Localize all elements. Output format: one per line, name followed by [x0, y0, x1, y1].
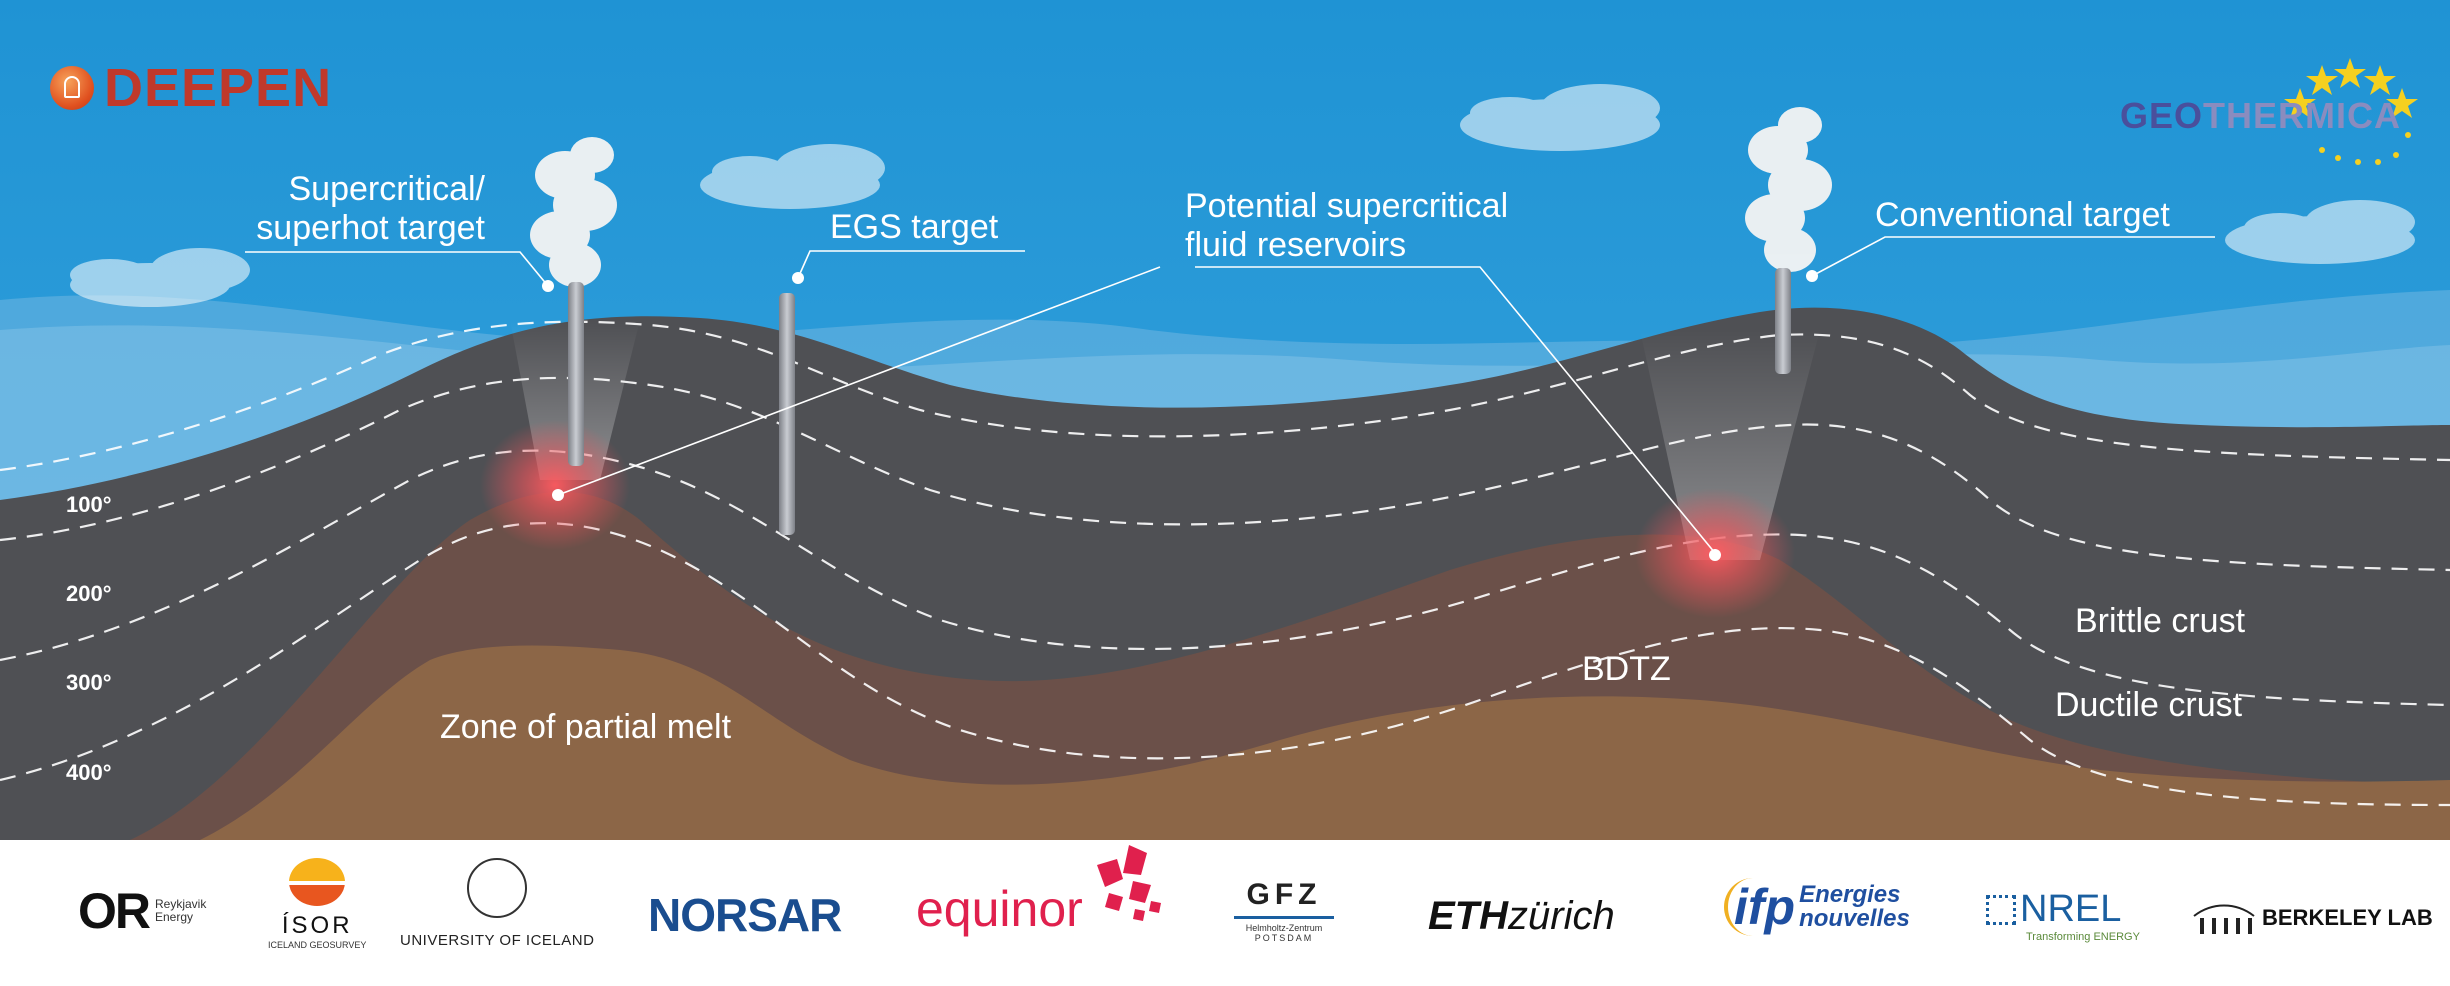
- well-supercritical: [568, 282, 584, 466]
- gfz-logo-text: GFZ: [1246, 878, 1322, 911]
- label-partial-melt: Zone of partial melt: [440, 708, 732, 746]
- nrel-logo-text: NREL: [2020, 888, 2122, 930]
- well-egs: [779, 293, 795, 535]
- label-supercritical-line1: Supercritical/: [288, 170, 485, 208]
- label-supercritical-line2: superhot target: [256, 209, 485, 248]
- geothermica-logo-text-a: GEO: [2120, 95, 2204, 136]
- eth-logo-text-b: zürich: [1508, 894, 1615, 938]
- ifp-logo-text: ifp: [1724, 878, 1795, 936]
- isotherm-lines: [0, 320, 2450, 807]
- eth-logo-text-a: ETH: [1428, 894, 1508, 938]
- gfz-sub2: POTSDAM: [1254, 933, 1314, 943]
- partner-nrel: NREL Transforming ENERGY: [1986, 888, 2140, 943]
- partner-eth-zurich: ETH zürich: [1428, 894, 1615, 939]
- deepen-logo: DEEPEN: [50, 58, 332, 118]
- callout-leaders: [245, 236, 2215, 554]
- isotherm-200: [0, 376, 2450, 572]
- cloud: [700, 144, 885, 209]
- or-logo-sub: Reykjavik Energy: [155, 896, 207, 924]
- isor-logo-text: ÍSOR: [281, 912, 353, 939]
- ifp-logo-sub: Energies nouvelles: [1799, 883, 1910, 931]
- isotherm-label-100: 100°: [66, 492, 112, 517]
- or-logo-text: OR: [78, 883, 151, 939]
- partner-berkeley-lab: BERKELEY LAB: [2192, 900, 2433, 936]
- berkeley-logo-text: BERKELEY LAB: [2262, 905, 2433, 930]
- norsar-logo-text: NORSAR: [648, 889, 842, 941]
- callout-dots: [542, 270, 1818, 561]
- or-sub-line2: Energy: [155, 910, 194, 924]
- or-sub-line1: Reykjavik: [155, 896, 207, 911]
- label-potential-line1: Potential supercritical: [1185, 187, 1509, 225]
- isotherm-label-300: 300°: [66, 670, 112, 695]
- geothermica-logo: GEOTHERMICA: [2120, 95, 2401, 137]
- ifp-sub-line1: Energies: [1799, 881, 1901, 908]
- steam-plume-left: [530, 137, 617, 287]
- isotherm-label-400: 400°: [66, 760, 112, 785]
- deepen-logo-text: DEEPEN: [104, 58, 333, 118]
- partial-melt-zone: [200, 645, 2450, 840]
- label-supercritical-target: Supercritical/ superhot target: [245, 170, 485, 248]
- well-conventional: [1775, 268, 1791, 374]
- partner-logo-strip: OR Reykjavik Energy ÍSOR ICELAND GEOSURV…: [0, 840, 2450, 986]
- cloud: [1460, 84, 1660, 151]
- isotherm-100: [0, 320, 2450, 472]
- partner-ifp-energies-nouvelles: ifp Energies nouvelles: [1724, 878, 1910, 936]
- isotherm-400: [0, 522, 2450, 807]
- nrel-sub: Transforming ENERGY: [2026, 931, 2140, 943]
- partner-or-reykjavik-energy: OR Reykjavik Energy: [78, 882, 206, 940]
- university-seal-icon: [467, 858, 528, 918]
- partner-equinor: equinor: [916, 845, 1169, 938]
- label-brittle-crust: Brittle crust: [2075, 602, 2246, 640]
- nrel-mark-icon: [1986, 894, 2016, 925]
- ifp-sub-line2: nouvelles: [1799, 905, 1910, 932]
- cross-section-diagram: [0, 0, 2450, 840]
- geothermica-logo-text-b: THERMICA: [2203, 95, 2401, 136]
- equinor-star-icon: [1096, 845, 1161, 921]
- steam-plume-right: [1745, 107, 1832, 272]
- gfz-arc: [1234, 916, 1334, 919]
- label-potential-reservoirs: Potential supercritical fluid reservoirs: [1185, 187, 1508, 265]
- label-conventional-target: Conventional target: [1875, 196, 2170, 234]
- partner-university-of-iceland: UNIVERSITY OF ICELAND: [400, 858, 594, 949]
- cloud: [70, 248, 250, 307]
- nrel-logo-row: NREL: [1986, 888, 2121, 931]
- university-logo-text: UNIVERSITY OF ICELAND: [400, 932, 595, 949]
- partner-norsar: NORSAR: [648, 888, 842, 942]
- partner-isor: ÍSOR ICELAND GEOSURVEY: [268, 858, 366, 950]
- volcano-icon: [50, 66, 94, 110]
- label-bdtz: BDTZ: [1582, 650, 1671, 688]
- label-potential-line2: fluid reservoirs: [1185, 226, 1407, 265]
- partner-gfz: GFZ Helmholtz-Zentrum POTSDAM: [1234, 878, 1334, 943]
- hot-spot-reservoir-left: [480, 420, 630, 550]
- isor-logo-sub: ICELAND GEOSURVEY: [268, 940, 367, 950]
- label-egs-target: EGS target: [830, 208, 999, 246]
- geothermica-stars-icon: [2284, 58, 2418, 165]
- gfz-sub1: Helmholtz-Zentrum: [1245, 923, 1323, 933]
- cloud: [2225, 200, 2415, 264]
- isor-sun-icon: [289, 858, 346, 906]
- label-ductile-crust: Ductile crust: [2055, 686, 2243, 724]
- equinor-logo-text: equinor: [916, 881, 1083, 937]
- berkeley-building-icon: [2193, 904, 2255, 934]
- isotherm-label-200: 200°: [66, 581, 112, 606]
